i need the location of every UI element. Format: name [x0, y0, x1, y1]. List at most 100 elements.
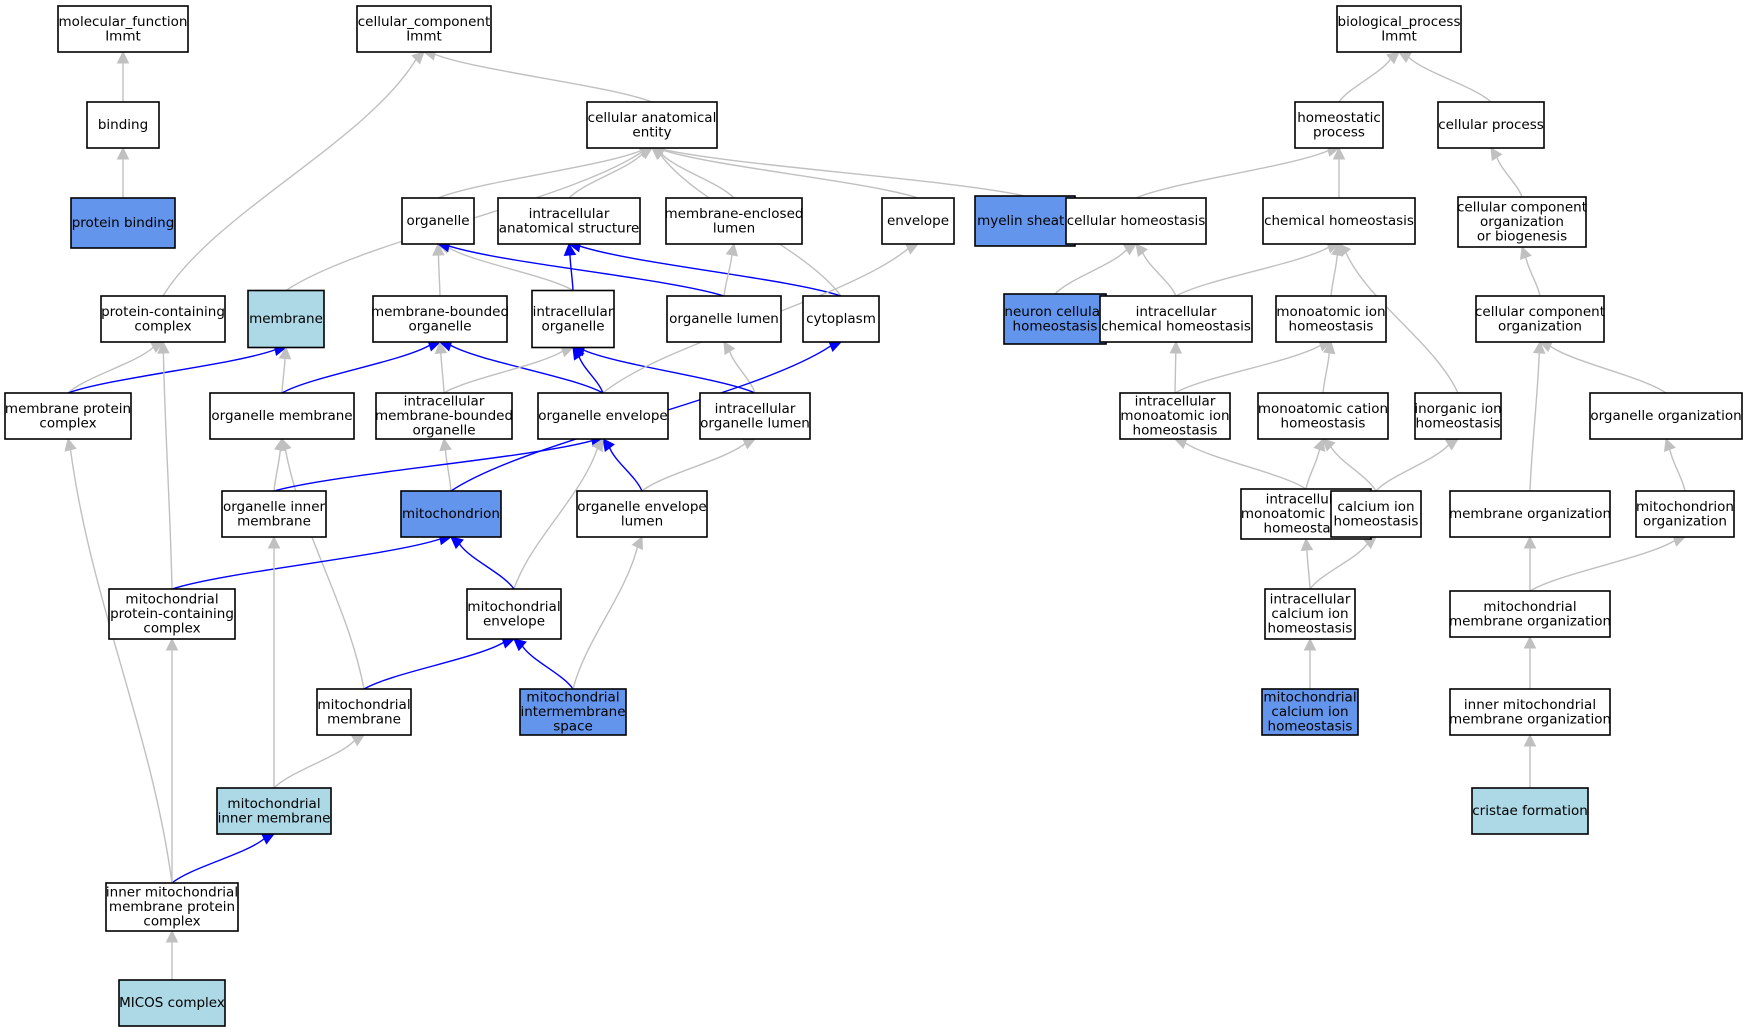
node-label: complex [143, 914, 200, 930]
node-mo[interactable]: membrane organization [1449, 490, 1611, 538]
edge-arrowhead [350, 734, 365, 747]
node-label: intracellular [529, 206, 610, 222]
edge-arrowhead [165, 929, 179, 943]
node-oe[interactable]: organelle envelope [537, 392, 669, 440]
edge-imih-to-ich [1169, 340, 1183, 394]
node-ol[interactable]: organelle lumen [666, 295, 782, 343]
node-om[interactable]: organelle membrane [209, 392, 355, 440]
edge-imch-to-imih [1173, 437, 1307, 490]
node-label: organization [1643, 513, 1727, 529]
node-ch[interactable]: cellular homeostasis [1065, 197, 1207, 245]
edge-arrowhead [434, 340, 448, 354]
edge-line [434, 53, 653, 103]
node-mito[interactable]: mitochondrion [400, 490, 502, 538]
node-membrane[interactable]: membrane [247, 289, 325, 349]
edge-line [1309, 543, 1368, 590]
edge-icih-to-imch [1300, 537, 1314, 590]
node-label: mitochondrial [1263, 690, 1356, 706]
node-oo[interactable]: organelle organization [1589, 392, 1743, 440]
edge-mbo-to-organelle [432, 242, 445, 297]
node-box [699, 392, 811, 440]
node-label: binding [98, 117, 148, 133]
node-label: organelle lumen [700, 415, 810, 431]
edge-oel-to-oe [602, 438, 643, 492]
edge-oo-to-cco [1538, 340, 1667, 394]
edge-hp-to-bp-root [1338, 51, 1400, 103]
edge-line [1054, 249, 1128, 295]
edge-line [1496, 157, 1523, 198]
node-box [1457, 196, 1587, 248]
edge-line [171, 538, 441, 590]
node-label: protein-containing [101, 304, 225, 320]
node-envelope[interactable]: envelope [881, 197, 955, 245]
node-label: inner mitochondrial [1464, 697, 1596, 713]
node-label: homeostasis [1281, 415, 1366, 431]
edge-impc-to-mpcc [165, 637, 179, 884]
node-box [216, 787, 332, 835]
edge-impc-to-mim [171, 833, 276, 884]
node-label: envelope [887, 213, 949, 229]
node-label: organelle membrane [211, 408, 352, 424]
edge-line [1529, 540, 1675, 592]
node-label: organelle [541, 318, 604, 334]
node-chemh[interactable]: chemical homeostasis [1262, 197, 1416, 245]
edge-line [437, 254, 441, 297]
node-cf[interactable]: cristae formation [1471, 787, 1589, 835]
edge-arrowhead [1169, 340, 1183, 354]
node-protein-binding[interactable]: protein binding [70, 197, 176, 249]
edge-line [513, 448, 599, 590]
node-box [1261, 688, 1359, 736]
node-binding[interactable]: binding [86, 101, 160, 149]
node-cp[interactable]: cellular process [1437, 101, 1545, 149]
node-organelle[interactable]: organelle [401, 197, 475, 245]
node-box [531, 289, 615, 349]
node-micos[interactable]: MICOS complex [118, 979, 226, 1027]
node-myelin[interactable]: myelin sheath [974, 195, 1076, 247]
node-label: organization [1480, 214, 1564, 230]
edge-line [273, 440, 593, 492]
edge-line [1330, 446, 1377, 492]
node-cytoplasm[interactable]: cytoplasm [802, 295, 880, 343]
node-label: complex [39, 415, 96, 431]
edge-arrowhead [279, 437, 292, 452]
edge-line [662, 148, 1026, 197]
edge-arrowhead [563, 242, 577, 256]
edge-icih-to-cih [1309, 536, 1377, 590]
edge-line [1338, 58, 1392, 103]
